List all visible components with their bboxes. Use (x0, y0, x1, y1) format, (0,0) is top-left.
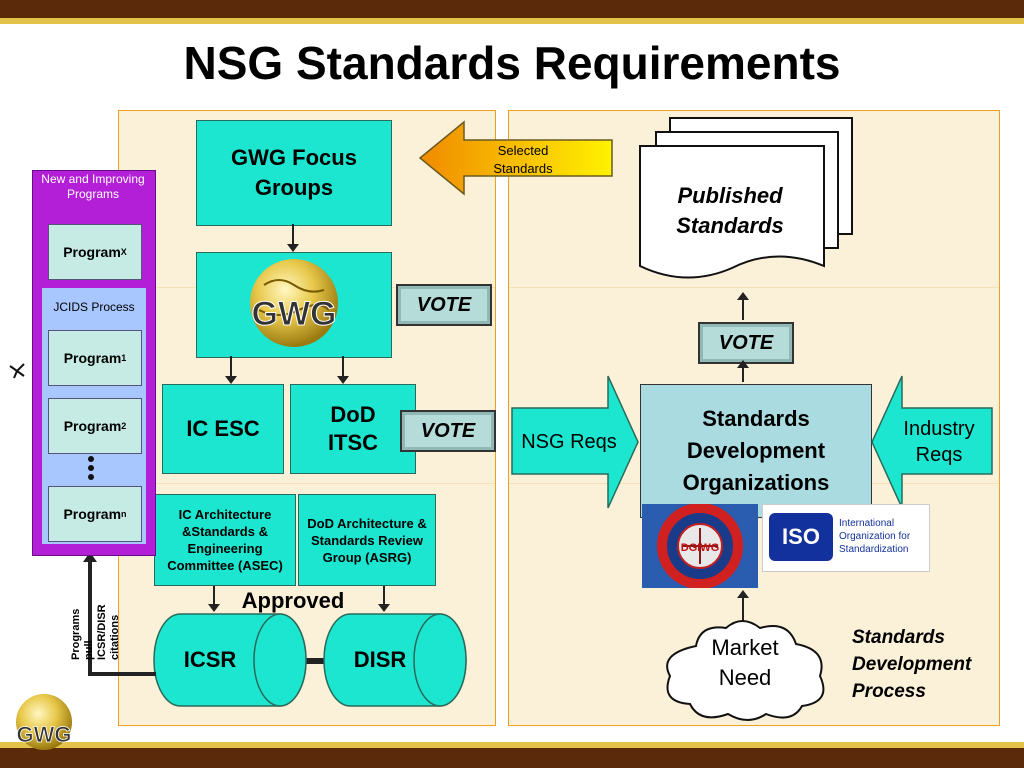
industry-reqs-arrow (871, 375, 993, 509)
pull-line-horizontal (88, 672, 156, 676)
vote-label: VOTE (718, 331, 774, 354)
gwg-logo-text: GWG (252, 295, 337, 333)
approved-label: Approved (241, 588, 345, 613)
dgiwg-text: DGIWG (681, 542, 720, 554)
bottom-bar (0, 748, 1024, 768)
sdp-label: Standards Development Process (852, 627, 972, 702)
published-standards-label: Published Standards (676, 183, 784, 238)
dod-itsc-box: DoD ITSC (290, 384, 416, 474)
vote-label: VOTE (420, 419, 476, 442)
footer-gwg-logo: GWG (16, 694, 72, 750)
asrg-box: DoD Architecture & Standards Review Grou… (298, 494, 436, 586)
arrow-head (287, 244, 299, 252)
asrg-label: DoD Architecture & Standards Review Grou… (307, 515, 427, 565)
jcids-label: JCIDS Process (53, 299, 135, 314)
connector (742, 598, 744, 624)
iso-name: International Organization for Standardi… (839, 518, 911, 555)
market-need-label: Market Need (711, 635, 779, 690)
pull-line-vertical (88, 556, 92, 676)
bottom-gold-stripe (0, 742, 1024, 748)
icsr-label: ICSR (183, 647, 237, 672)
market-need-cloud-icon (666, 620, 825, 721)
gwg-globe-box: GWG (196, 252, 392, 358)
published-standards-docs-icon (639, 117, 853, 279)
connector (213, 586, 215, 606)
connector (230, 356, 232, 376)
arrow-head (208, 604, 220, 612)
industry-reqs-label: Industry Reqs (903, 418, 975, 466)
gwg-globe-icon: GWG (250, 259, 338, 347)
top-gold-stripe (0, 18, 1024, 24)
connector (342, 356, 344, 376)
new-programs-header: New and Improving Programs (41, 172, 145, 201)
page-title: NSG Standards Requirements (183, 37, 841, 89)
asec-box: IC Architecture &Standards & Engineering… (154, 494, 296, 586)
disr-label: DISR (353, 647, 407, 672)
arrow-head-up (737, 590, 749, 598)
iso-mark-icon: ISO (769, 513, 833, 561)
connector (742, 362, 744, 382)
ellipsis-icon (88, 456, 94, 482)
vote-badge-sdo: VOTE (698, 322, 794, 364)
gwg-focus-groups-box: GWG Focus Groups (196, 120, 392, 226)
selected-standards-label: Selected Standards (493, 143, 553, 176)
nsg-reqs-arrow (511, 375, 639, 509)
gwg-focus-groups-label: GWG Focus Groups (231, 145, 357, 200)
ic-esc-label: IC ESC (186, 416, 260, 441)
ic-esc-box: IC ESC (162, 384, 284, 474)
registry-cylinders (153, 613, 467, 707)
arrow-head (225, 376, 237, 384)
footer-gwg-text: GWG (17, 722, 72, 747)
arrow-head (378, 604, 390, 612)
iso-logo: ISO International Organization for Stand… (762, 504, 930, 572)
connector (742, 300, 744, 320)
selected-standards-arrow (418, 120, 613, 196)
dgiwg-logo-icon: DGIWG (657, 503, 743, 589)
sdo-label: Standards Development Organizations (682, 406, 830, 495)
vote-badge-itsc: VOTE (400, 410, 496, 452)
arrow-head-up (83, 552, 97, 562)
vote-label: VOTE (416, 293, 472, 316)
programs-pull-label: Programs pull ICSR/DISR citations (70, 604, 121, 660)
asec-label: IC Architecture &Standards & Engineering… (167, 507, 283, 573)
sdo-box: Standards Development Organizations (640, 384, 872, 518)
vote-badge-gwg: VOTE (396, 284, 492, 326)
dgiwg-logo: DGIWG (642, 503, 758, 589)
arrow-head-up (737, 292, 749, 300)
connector (383, 586, 385, 606)
nsg-reqs-label: NSG Reqs (521, 431, 617, 453)
arrow-head (337, 376, 349, 384)
arrow-head-up (737, 360, 749, 368)
sparkle-icon (9, 363, 25, 379)
connector (292, 224, 294, 246)
dod-itsc-label: DoD ITSC (327, 402, 379, 455)
